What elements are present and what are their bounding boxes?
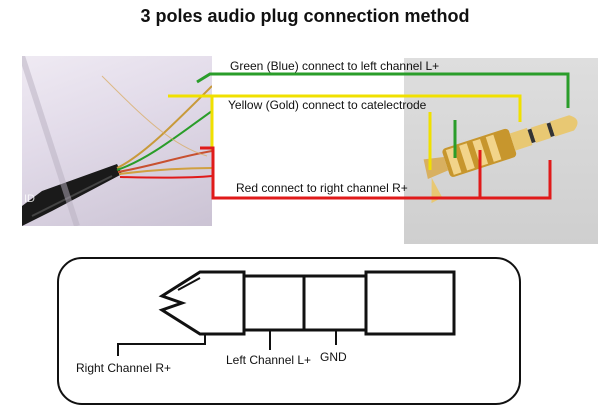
red-wire-label: Red connect to right channel R+ — [236, 181, 408, 195]
right-channel-leader — [117, 334, 206, 356]
yellow-wire-label: Yellow (Gold) connect to catelectrode — [228, 98, 427, 112]
gnd-label: GND — [320, 350, 347, 364]
plug-tip — [158, 270, 246, 336]
green-wire — [196, 72, 570, 108]
svg-text:ID: ID — [24, 193, 35, 205]
green-wire-label: Green (Blue) connect to left channel L+ — [230, 59, 440, 73]
plug-sleeve — [302, 274, 368, 332]
cable-photo: ID — [22, 56, 212, 226]
yellow-wire — [210, 94, 522, 150]
wire-overlay — [168, 72, 570, 200]
left-channel-label: Left Channel L+ — [226, 353, 312, 367]
diagram-title: 3 poles audio plug connection method — [140, 6, 470, 26]
right-channel-label: Right Channel R+ — [76, 361, 172, 375]
gold-plug-illustration — [423, 115, 578, 204]
red-wire — [200, 146, 552, 200]
schematic-frame — [57, 257, 521, 405]
plug-photo — [404, 58, 598, 244]
plug-body — [364, 270, 456, 336]
plug-ring — [242, 274, 306, 332]
cable-illustration: ID — [22, 56, 212, 226]
